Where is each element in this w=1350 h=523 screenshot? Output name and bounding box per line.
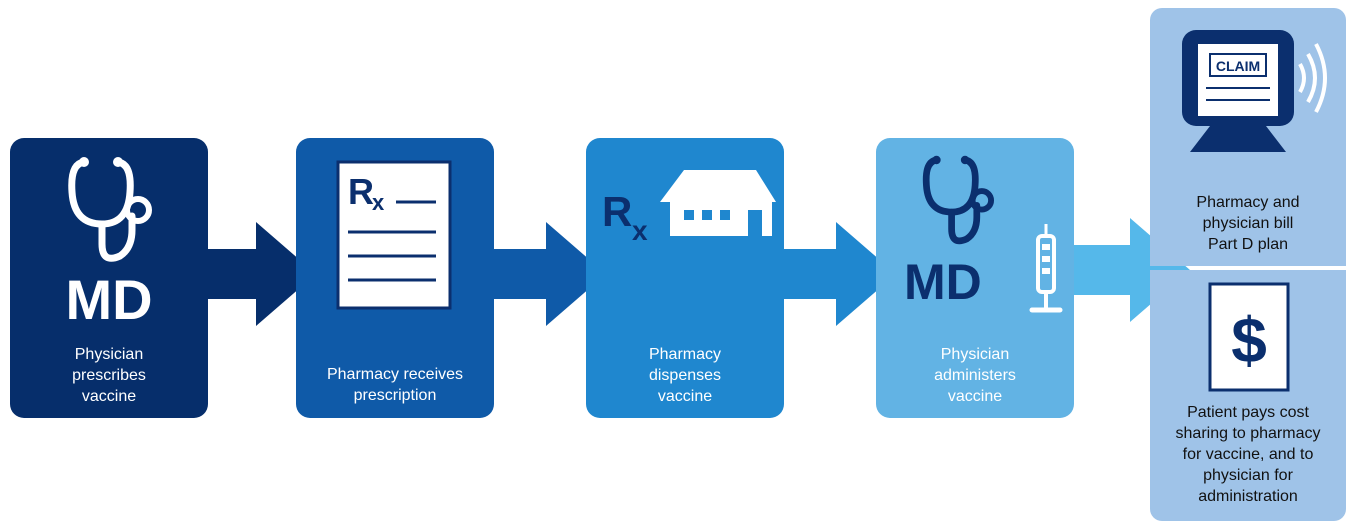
dollar-document-icon: $ bbox=[1208, 282, 1290, 392]
pharmacy-building-icon: R x bbox=[602, 170, 776, 246]
stethoscope-icon bbox=[68, 157, 152, 262]
rx-text: R bbox=[348, 171, 374, 212]
step-pharmacy-dispenses: R x Pharmacy dispenses vaccine bbox=[586, 138, 784, 418]
svg-text:R: R bbox=[602, 188, 632, 235]
md-icon-text: MD bbox=[65, 268, 153, 331]
step-label: Physician prescribes vaccine bbox=[72, 346, 146, 405]
step-label: Pharmacy receives prescription bbox=[326, 366, 464, 404]
step-label: Pharmacy dispenses vaccine bbox=[648, 346, 722, 405]
outcome-bill-part-d: CLAIM Pharmacy and physician bill Part D… bbox=[1150, 8, 1346, 266]
svg-text:x: x bbox=[632, 215, 648, 246]
outcome-patient-pays: $ Patient pays cost sharing to pharmacy … bbox=[1150, 270, 1346, 521]
dollar-sign: $ bbox=[1231, 304, 1267, 376]
stethoscope-icon bbox=[922, 155, 995, 245]
step-physician-prescribes: MD Physician prescribes vaccine bbox=[10, 138, 208, 418]
step-label: Physician administers vaccine bbox=[934, 346, 1016, 405]
prescription-document-icon: R x bbox=[336, 160, 452, 310]
step-pharmacy-receives: R x Pharmacy receives prescription bbox=[296, 138, 494, 418]
step-physician-administers: MD Physician administers vaccine bbox=[876, 138, 1074, 418]
claim-text: CLAIM bbox=[1216, 58, 1260, 74]
arrow-3 bbox=[776, 222, 896, 326]
arrow-2 bbox=[486, 222, 606, 326]
outcome-label: Pharmacy and physician bill Part D plan bbox=[1196, 194, 1300, 253]
syringe-icon bbox=[1029, 224, 1063, 313]
svg-text:x: x bbox=[372, 190, 385, 215]
arrow-1 bbox=[196, 222, 316, 326]
claim-monitor-icon: CLAIM bbox=[1182, 30, 1327, 152]
outcome-label: Patient pays cost sharing to pharmacy fo… bbox=[1175, 404, 1321, 505]
md-icon-text: MD bbox=[904, 254, 982, 310]
